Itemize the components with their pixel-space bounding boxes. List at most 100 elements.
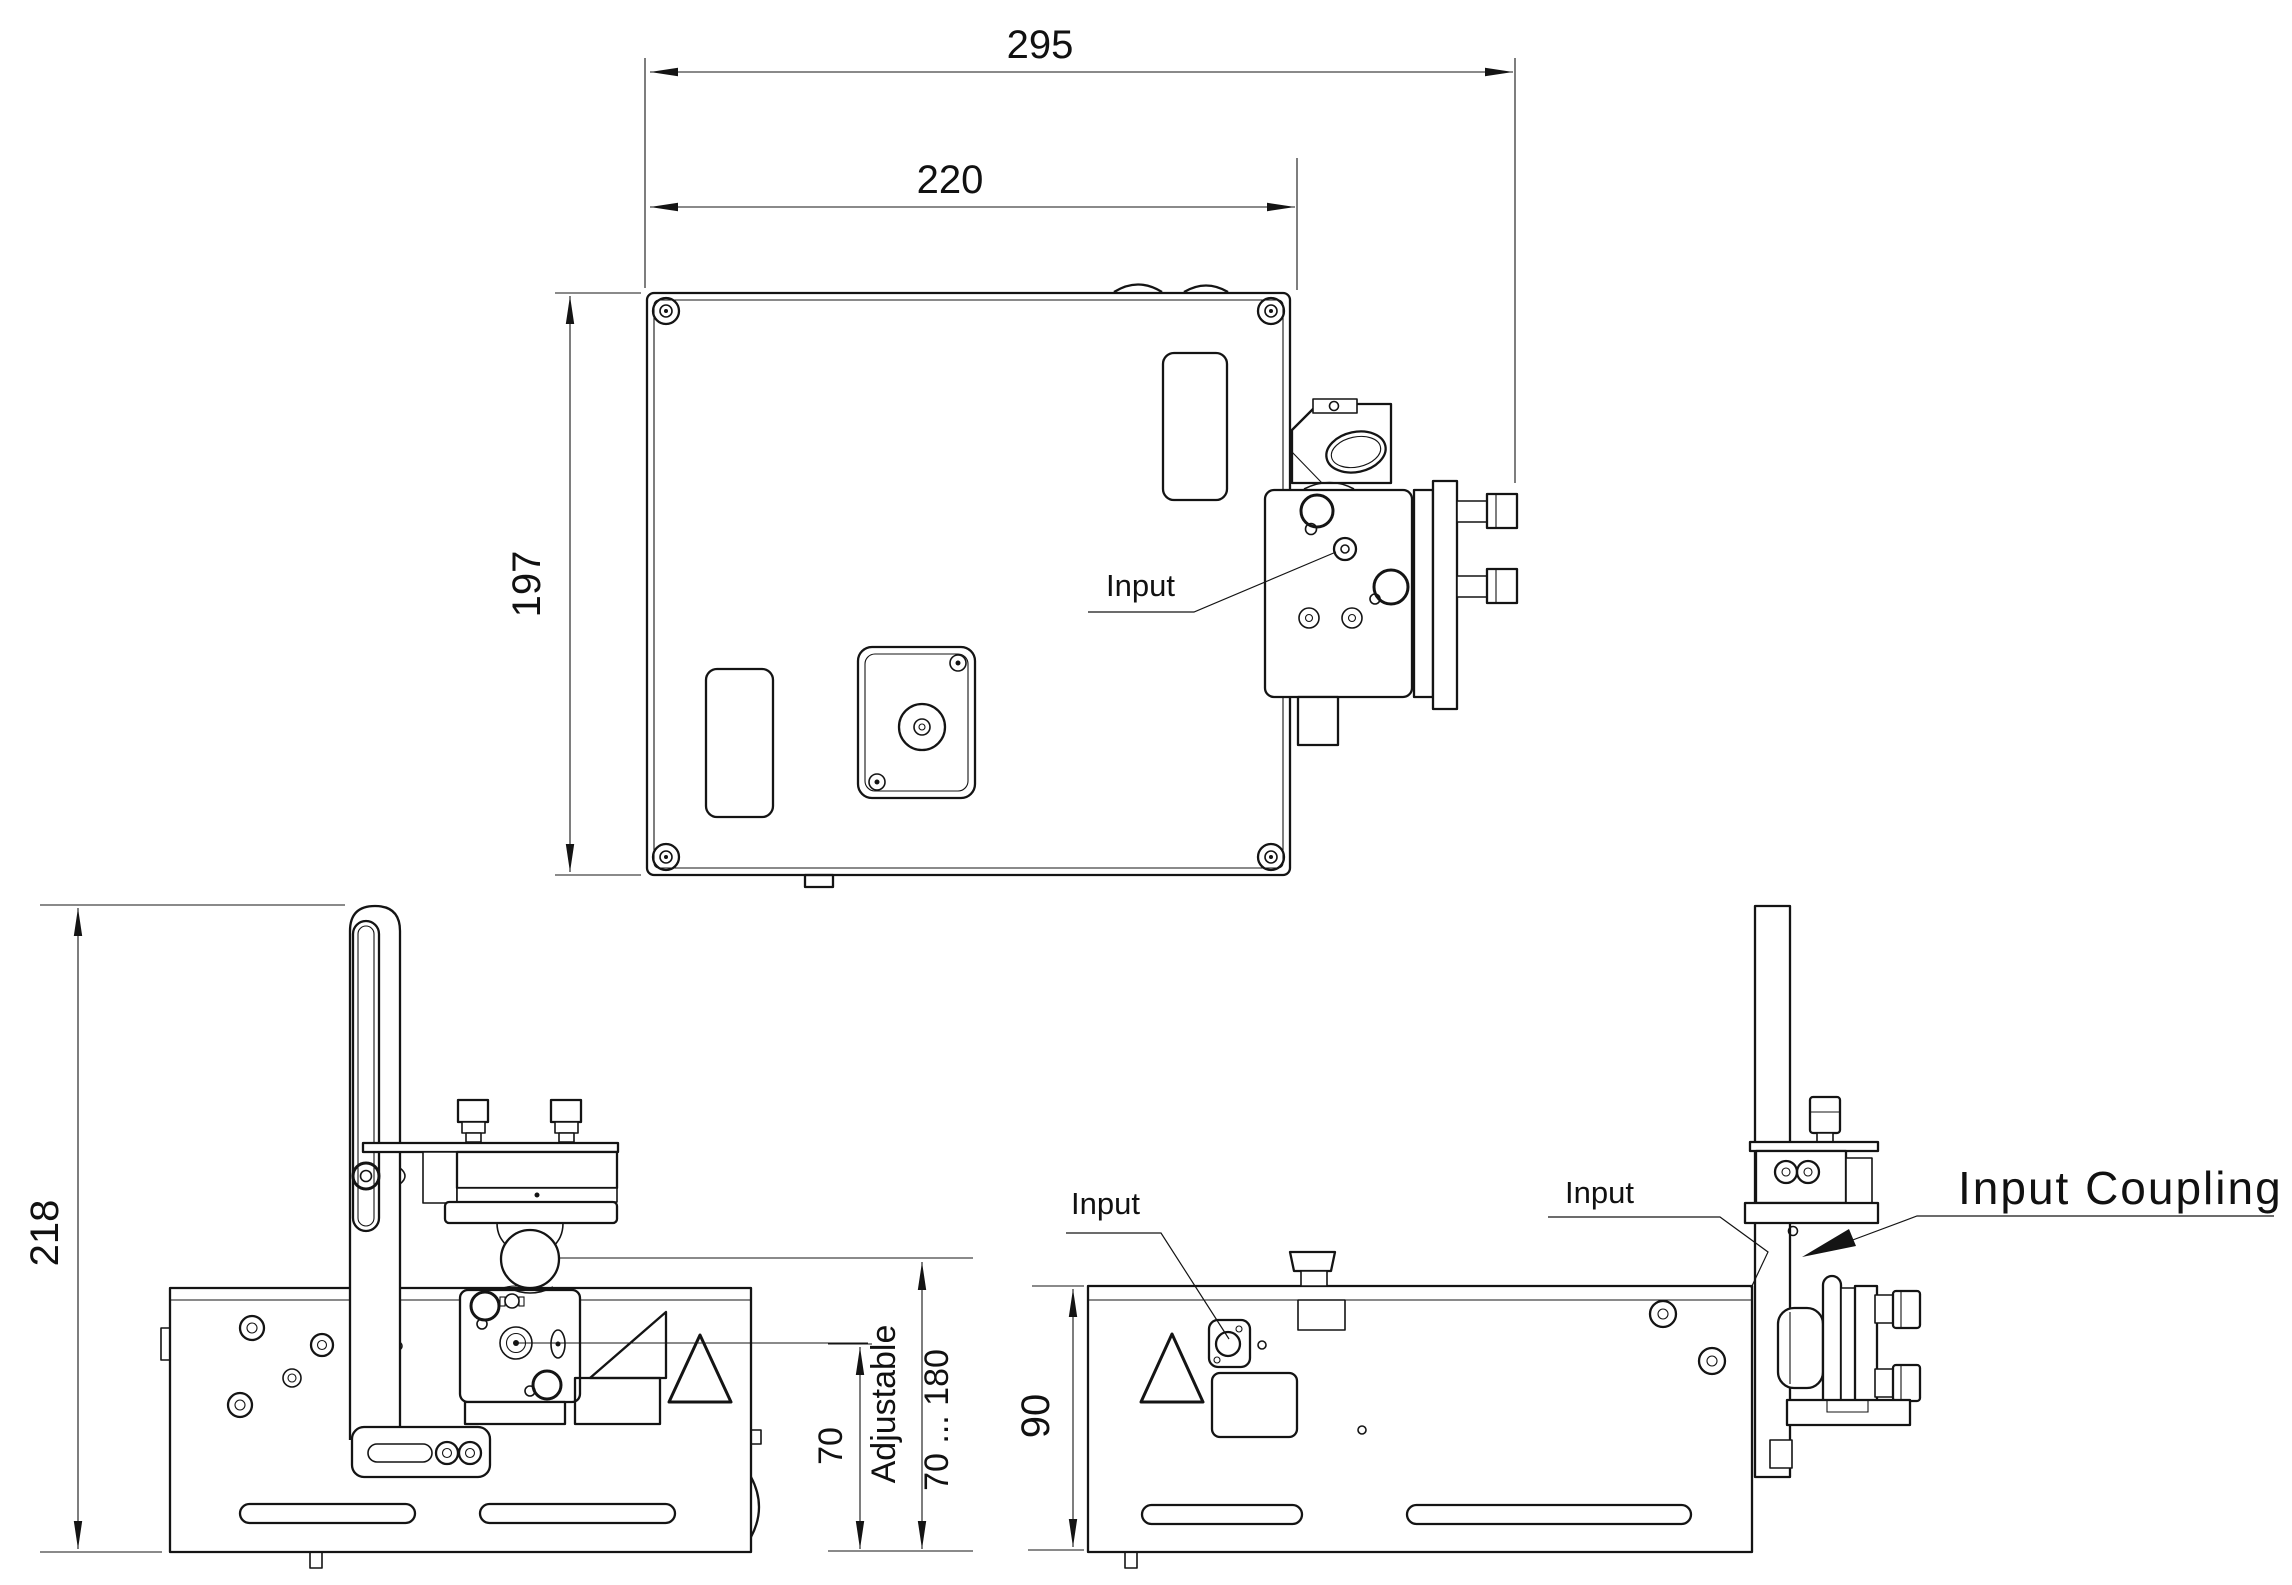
- panel-screw: [1648, 1299, 1678, 1329]
- adjuster-oval: [550, 1329, 566, 1359]
- adjustment-knob: [1456, 567, 1519, 605]
- mounting-arm: [348, 904, 406, 1440]
- stage-base-plate: [443, 1200, 619, 1225]
- base-slot: [478, 1502, 677, 1525]
- input-port-hole: [1332, 536, 1358, 562]
- input-label-top: Input: [1088, 551, 1337, 613]
- adjustment-knob: [1874, 1363, 1922, 1403]
- coupling-block: [1853, 1284, 1879, 1412]
- dim-text-70: 70: [812, 1427, 850, 1465]
- input-label-text: Input: [1565, 1175, 1634, 1210]
- side-view: 218 70 Adjustable 70 ... 180: [23, 904, 973, 1569]
- coupling-plate: [1821, 1274, 1843, 1421]
- coupling-plate: [1840, 1287, 1856, 1409]
- pin-hole: [1257, 1340, 1267, 1350]
- lens-tube: [499, 1228, 561, 1290]
- dim-text-197: 197: [505, 551, 549, 618]
- vent-cutout-left: [704, 667, 775, 819]
- dim-overall-height: 218: [23, 908, 83, 1549]
- input-coupling-text: Input Coupling: [1958, 1162, 2283, 1214]
- pin-hole: [1787, 1225, 1799, 1237]
- corner-screw: [651, 296, 681, 326]
- arm-clamp: [1769, 1439, 1793, 1469]
- base-housing: [1086, 1284, 1754, 1554]
- warning-triangle-icon: [1139, 1332, 1205, 1404]
- arm-locking-knob: [351, 1161, 381, 1191]
- aperture-plate: [856, 645, 977, 800]
- exit-optics-block: [458, 1288, 582, 1404]
- leader-line: [1849, 1215, 2274, 1242]
- height-adjustment-stage: [361, 1098, 620, 1294]
- side-tab: [160, 1327, 171, 1361]
- stage-plate: [1431, 479, 1459, 711]
- bottom-tab: [803, 873, 835, 889]
- corner-screw: [1256, 296, 1286, 326]
- stage-block: [1754, 1149, 1848, 1205]
- lens-barrel: [1776, 1306, 1825, 1390]
- vent-cutout-right: [1161, 351, 1229, 502]
- mount-top-plate: [1312, 398, 1358, 414]
- arm-mounting-foot: [350, 1425, 492, 1479]
- xlr-connector: [1207, 1318, 1252, 1369]
- stage-bracket: [422, 1151, 458, 1204]
- leader-line: [1066, 1232, 1230, 1340]
- input-coupling-label: Input Coupling: [1802, 1162, 2283, 1257]
- input-label-front: Input: [1066, 1186, 1230, 1340]
- stage-base-plate: [1743, 1201, 1880, 1225]
- panel-screw: [238, 1314, 266, 1342]
- dim-housing-depth: 197: [505, 296, 575, 872]
- label-plate: [1210, 1371, 1299, 1439]
- dim-text-90: 90: [1014, 1394, 1058, 1439]
- dim-beam-height: 70: [812, 1343, 872, 1549]
- corner-screw: [1256, 842, 1286, 872]
- panel-screw: [1697, 1346, 1727, 1376]
- housing-outline: [645, 291, 1292, 877]
- adjustment-knob: [456, 1098, 490, 1161]
- adjustment-knob: [1874, 1289, 1922, 1330]
- aperture: [897, 702, 947, 752]
- stage-block: [1845, 1157, 1873, 1204]
- dim-overall-width: 295: [650, 23, 1513, 77]
- stage-plate: [361, 1141, 620, 1154]
- foot-slot: [367, 1443, 433, 1463]
- top-knob: [1288, 1250, 1337, 1287]
- block-base-plate: [463, 1400, 567, 1426]
- input-pointer-label: Input: [1548, 1175, 1769, 1289]
- side-lens-bump: [749, 1476, 761, 1538]
- base-slot: [238, 1502, 417, 1525]
- input-coupling-top-view: [1263, 398, 1519, 747]
- leader-line: [1088, 551, 1337, 613]
- dim-text-adjustable: Adjustable: [865, 1325, 903, 1484]
- stage-plate: [1748, 1140, 1880, 1153]
- panel-screw: [282, 1368, 302, 1388]
- panel-screw: [226, 1391, 254, 1419]
- front-view: 90 Input Input Input Coupling: [1014, 904, 2283, 1569]
- prism-base: [573, 1376, 662, 1426]
- corner-screw: [651, 842, 681, 872]
- base-slot: [1405, 1503, 1693, 1526]
- panel-screw: [309, 1332, 335, 1358]
- leader-line: [1548, 1216, 1769, 1289]
- thumbscrew: [1299, 493, 1335, 529]
- thumbscrew: [531, 1369, 563, 1401]
- dim-text-295: 295: [1007, 23, 1074, 67]
- leader-arrowhead: [1802, 1229, 1856, 1257]
- dim-housing-width: 220: [650, 158, 1295, 212]
- side-tab: [750, 1429, 762, 1445]
- input-label-text: Input: [1106, 568, 1175, 603]
- dim-text-218: 218: [23, 1200, 67, 1267]
- stage-block: [455, 1150, 619, 1190]
- arm-nub: [399, 1167, 406, 1185]
- connector-block: [1296, 695, 1340, 747]
- input-coupling-assembly: [1743, 1095, 1922, 1427]
- foot-pad: [1124, 1551, 1138, 1569]
- warning-triangle-icon: [667, 1333, 733, 1404]
- dim-adjustable-height: Adjustable 70 ... 180: [828, 1262, 973, 1552]
- dim-text-220: 220: [917, 158, 984, 202]
- pin-hole: [1357, 1425, 1367, 1435]
- arm-slot: [351, 919, 381, 1233]
- lid-bump-left: [1113, 283, 1163, 293]
- adjustment-knob: [1456, 492, 1519, 530]
- dim-text-adjustable-range: 70 ... 180: [918, 1349, 956, 1491]
